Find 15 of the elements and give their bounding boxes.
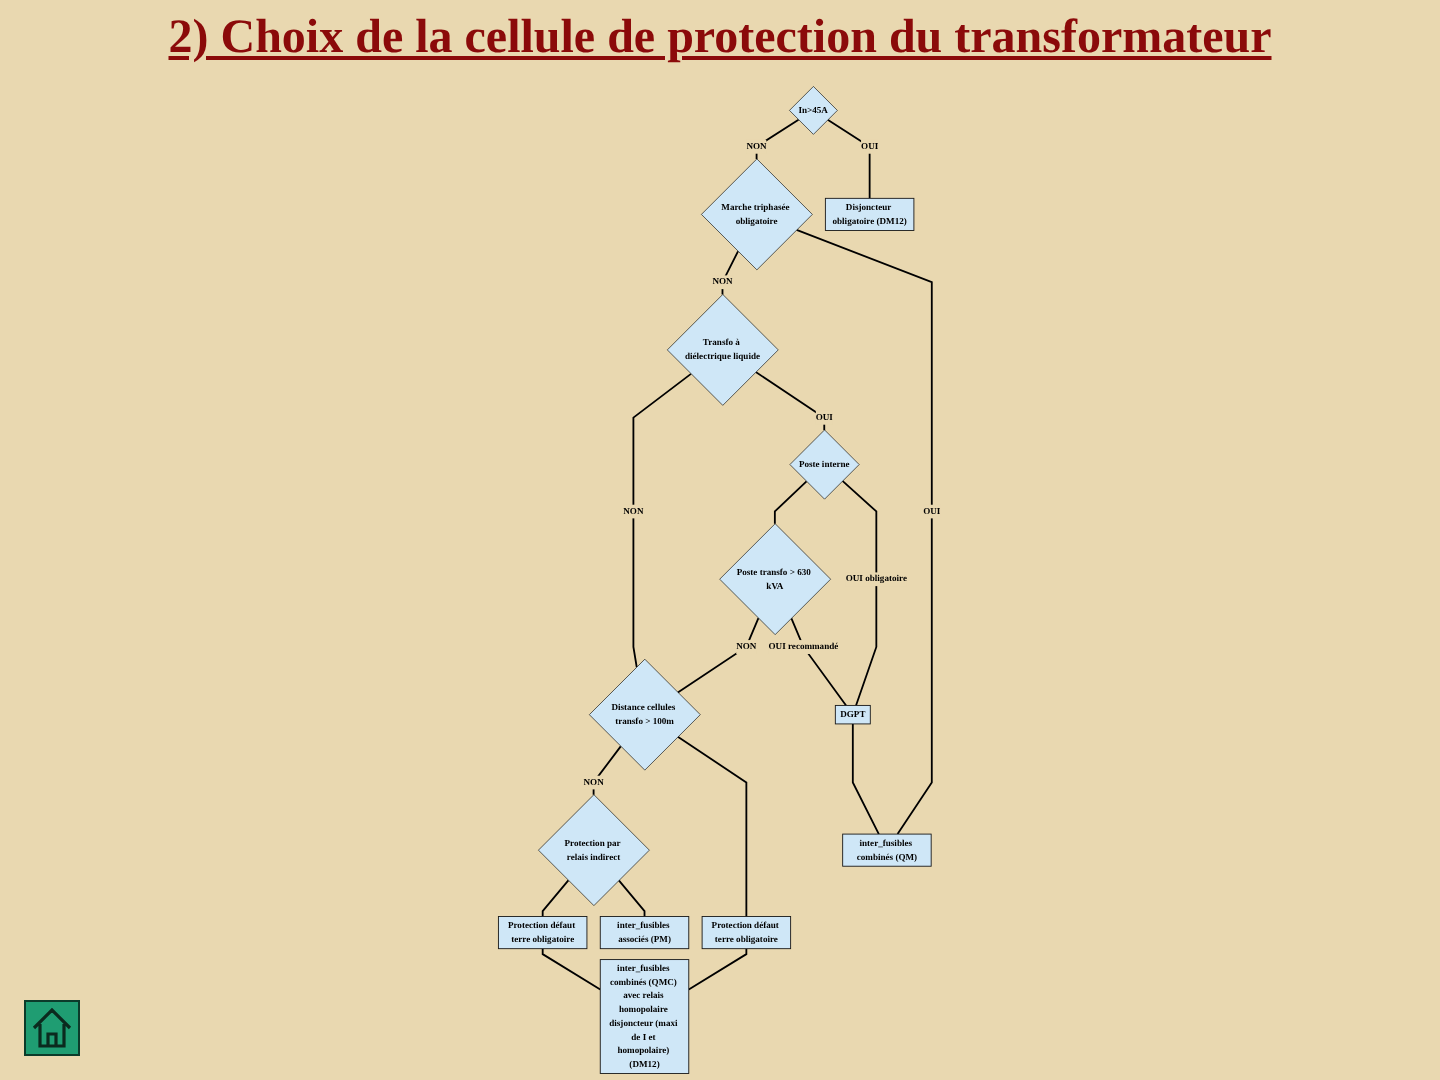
connector-line	[827, 118, 872, 200]
connector-line	[542, 879, 570, 918]
connector-line	[542, 947, 602, 991]
connector-line	[618, 879, 646, 918]
connector-line	[755, 371, 826, 431]
connector-line	[842, 480, 878, 707]
connector-line	[593, 745, 623, 796]
connector-line	[852, 723, 881, 835]
title: 2) Choix de la cellule de protection du transformateur	[168, 12, 1272, 66]
connector-line	[796, 228, 934, 835]
connector-line	[677, 735, 748, 918]
connector-line	[677, 617, 760, 694]
connector-line	[774, 480, 808, 525]
connector-line	[633, 372, 693, 668]
connector-line	[688, 947, 748, 991]
